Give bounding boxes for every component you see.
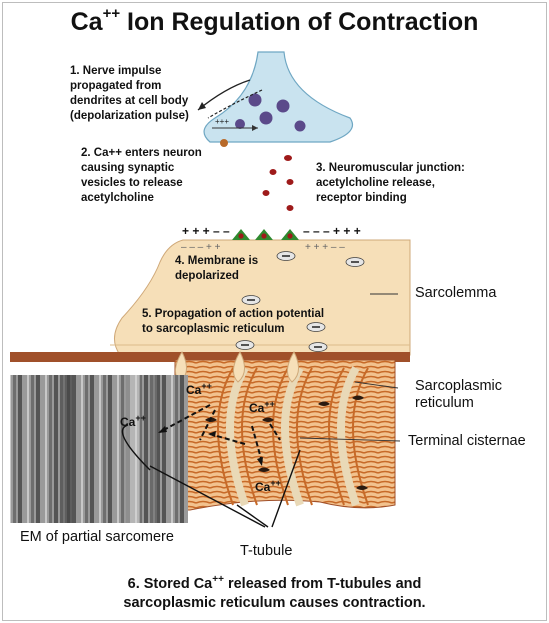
caption-line-2: sarcoplasmic reticulum causes contractio…: [123, 594, 426, 611]
charge-bottom-right: + + + – –: [305, 242, 345, 253]
t-tubule-pointers: [149, 449, 301, 528]
terminal-cisternae: [205, 395, 368, 490]
impulse-arrow: [207, 89, 263, 119]
page-title: Ca++ Ion Regulation of Contraction: [70, 5, 479, 36]
em-pointer: [121, 424, 151, 471]
ca-ion-label: Ca++: [186, 381, 212, 397]
acetylcholine-molecules: [262, 155, 294, 211]
sarcolemma: [114, 239, 411, 356]
caption-line-1: 6. Stored Ca++ released from T-tubules a…: [127, 574, 422, 592]
synaptic-vesicles: [235, 93, 306, 132]
svg-text:+++: +++: [215, 117, 229, 126]
step-2-label: 2. Ca++ enters neuron causing synaptic v…: [81, 147, 202, 204]
ca-ion-label: Ca++: [255, 478, 281, 494]
step-4-label: 4. Membrane is depolarized: [175, 255, 259, 282]
ach-receptors: [232, 229, 299, 240]
step-5-label: 5. Propagation of action potential to sa…: [142, 308, 325, 335]
myofibril-region: [10, 352, 410, 362]
charge-top-right: – – – + + +: [303, 224, 361, 238]
sarcoplasmic-reticulum-label: Sarcoplasmic reticulum: [415, 378, 503, 411]
t-tubule-label: T-tubule: [240, 543, 293, 559]
calcium-channel: [220, 139, 228, 147]
sarcolemma-label: Sarcolemma: [415, 285, 497, 301]
charge-bottom-left: – – – + +: [181, 242, 221, 253]
ca-ion-label: Ca++: [249, 399, 275, 415]
step-3-label: 3. Neuromuscular junction: acetylcholine…: [316, 162, 465, 204]
charge-top-left: + + + – –: [182, 224, 230, 238]
terminal-cisternae-label: Terminal cisternae: [408, 433, 526, 449]
ca-ion-label: Ca++: [120, 413, 146, 429]
calcium-flow-arrows: [159, 404, 281, 463]
em-label: EM of partial sarcomere: [20, 529, 174, 545]
caption: 6. Stored Ca++ released from T-tubules a…: [0, 570, 549, 613]
em-sarcomere-image: [10, 375, 188, 523]
step-1-label: 1. Nerve impulse propagated from dendrit…: [70, 65, 189, 122]
